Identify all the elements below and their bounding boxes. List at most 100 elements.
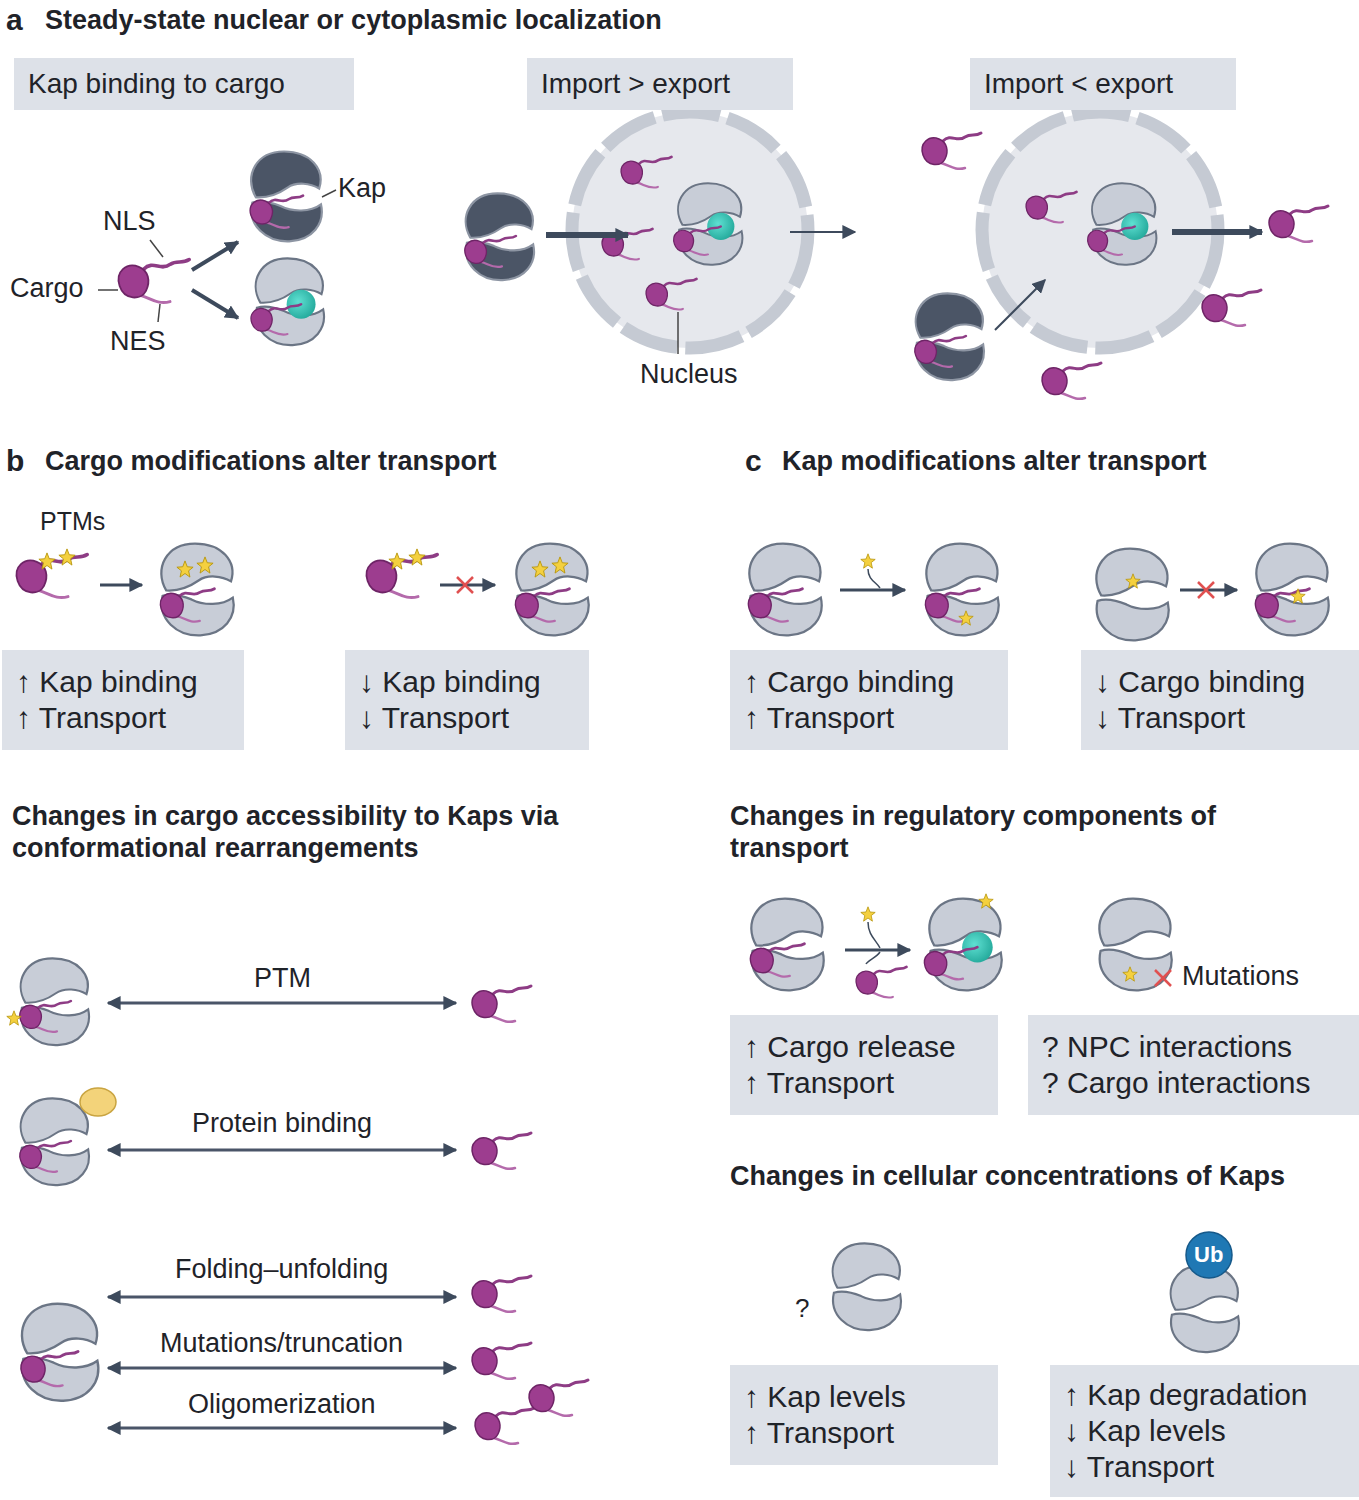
arrow-label: PTM xyxy=(254,962,311,994)
effect-box: ? NPC interactions? Cargo interactions xyxy=(1028,1015,1359,1115)
conformational-illustration xyxy=(80,1088,116,1116)
effect-box: ↓ Cargo binding↓ Transport xyxy=(1081,650,1359,750)
nucleus-export xyxy=(922,133,981,169)
cargo-binding-illustration xyxy=(150,240,163,257)
part-label: NES xyxy=(110,325,166,357)
kap-ptm-illustration xyxy=(868,569,880,588)
box-text: ↓ Kap binding xyxy=(359,664,575,700)
arrow-label: Folding–unfolding xyxy=(175,1253,388,1285)
kap-ptm-illustration xyxy=(1291,589,1305,603)
regulatory-illustration xyxy=(750,899,823,991)
cargo-binding-illustration xyxy=(98,289,118,291)
arrow-label: Protein binding xyxy=(192,1107,372,1139)
box-text: ↑ Transport xyxy=(744,700,994,736)
conformational-illustration xyxy=(7,1011,21,1025)
heading-box: Kap binding to cargo xyxy=(14,58,354,110)
regulatory-illustration xyxy=(979,894,993,908)
panel-heading: Steady-state nuclear or cytoplasmic loca… xyxy=(45,4,662,36)
box-text: ↑ Kap degradation xyxy=(1064,1377,1345,1413)
nucleus-export xyxy=(1042,363,1101,399)
nucleus-import xyxy=(465,193,534,280)
box-text: ↑ Cargo release xyxy=(744,1029,984,1065)
cargo-binding-illustration xyxy=(98,152,336,346)
conformational-illustration xyxy=(108,1427,456,1430)
nucleus-import xyxy=(674,183,743,265)
section-heading: Changes in regulatory components of tran… xyxy=(730,800,1260,865)
cargo-ptm-illustration xyxy=(515,544,588,636)
cargo-binding-illustration xyxy=(192,242,238,270)
conformational-illustration xyxy=(20,1098,89,1185)
cargo-ptm-illustration xyxy=(177,561,193,577)
kap-level-illustration xyxy=(833,1232,1239,1352)
heading-box: Import < export xyxy=(970,58,1236,110)
cargo-ptm-illustration xyxy=(59,549,75,565)
conformational-illustration xyxy=(108,1002,456,1005)
conformational-illustration xyxy=(108,1296,456,1299)
box-text: ↓ Transport xyxy=(1095,700,1345,736)
effect-box: ↑ Kap degradation↓ Kap levels↓ Transport xyxy=(1050,1365,1359,1497)
box-text: ↓ Kap levels xyxy=(1064,1413,1345,1449)
conformational-illustration xyxy=(108,1367,456,1370)
note-mark: ? xyxy=(795,1293,809,1324)
nucleus-export xyxy=(915,293,984,380)
box-text: ↑ Cargo binding xyxy=(744,664,994,700)
panel-heading: Cargo modifications alter transport xyxy=(45,445,497,477)
cargo-binding-illustration xyxy=(251,258,324,345)
regulatory-illustration xyxy=(845,949,910,952)
panel-heading: Kap modifications alter transport xyxy=(782,445,1207,477)
regulatory-illustration xyxy=(861,907,875,921)
box-text: ↑ Kap levels xyxy=(744,1379,984,1415)
part-label: NLS xyxy=(103,205,156,237)
regulatory-illustration xyxy=(924,899,1001,991)
box-text: Kap binding to cargo xyxy=(28,65,340,103)
cargo-ptm-illustration xyxy=(457,577,473,593)
part-label: Nucleus xyxy=(640,358,738,390)
effect-box: ↑ Cargo release↑ Transport xyxy=(730,1015,998,1115)
kap-ptm-illustration xyxy=(748,544,821,636)
cargo-ptm-illustration xyxy=(160,544,233,636)
nucleus-export xyxy=(915,112,1328,399)
box-text: ↑ Transport xyxy=(744,1415,984,1451)
cargo-binding-illustration xyxy=(192,290,238,318)
effect-box: ↑ Cargo binding↑ Transport xyxy=(730,650,1008,750)
nucleus-export xyxy=(1026,192,1076,223)
cargo-binding-illustration xyxy=(250,152,322,242)
kap-ptm-illustration xyxy=(925,544,998,636)
box-text: ↓ Cargo binding xyxy=(1095,664,1345,700)
box-text: Import > export xyxy=(541,65,779,103)
conformational-illustration xyxy=(472,1276,531,1312)
box-text: ? Cargo interactions xyxy=(1042,1065,1345,1101)
kap-ptm-illustration xyxy=(959,611,973,625)
box-text: ↓ Transport xyxy=(359,700,575,736)
conformational-illustration xyxy=(472,986,531,1022)
nucleus-import xyxy=(790,231,855,233)
box-text: ? NPC interactions xyxy=(1042,1029,1345,1065)
kap-level-illustration xyxy=(1171,1265,1239,1352)
part-label: PTMs xyxy=(40,506,105,536)
regulatory-illustration xyxy=(856,967,906,998)
regulatory-illustration xyxy=(1099,899,1171,991)
nucleus-export xyxy=(1172,229,1262,235)
effect-box: ↑ Kap levels↑ Transport xyxy=(730,1365,998,1465)
kap-level-illustration xyxy=(833,1243,901,1330)
conformational-illustration xyxy=(472,1343,531,1379)
nucleus-import xyxy=(621,157,671,188)
conformational-illustration xyxy=(472,1133,531,1169)
box-text: ↓ Transport xyxy=(1064,1449,1345,1485)
regulatory-illustration xyxy=(1155,970,1171,986)
section-heading: Changes in cargo accessibility to Kaps v… xyxy=(12,800,652,865)
box-text: ↑ Transport xyxy=(744,1065,984,1101)
conformational-illustration xyxy=(475,1408,534,1444)
heading-box: Import > export xyxy=(527,58,793,110)
effect-box: ↓ Kap binding↓ Transport xyxy=(345,650,589,750)
conformational-illustration xyxy=(108,1149,456,1152)
arrow-label: Mutations/truncation xyxy=(160,1327,403,1359)
kap-ptm-illustration xyxy=(840,589,905,592)
nucleus-import xyxy=(546,232,628,238)
nucleus-export xyxy=(1269,206,1328,242)
cargo-ptm-illustration xyxy=(409,549,425,565)
cargo-binding-illustration xyxy=(322,190,336,197)
kap-ptm-illustration xyxy=(861,554,875,568)
conformational-illustration xyxy=(7,958,588,1443)
nucleus-export xyxy=(1202,290,1261,326)
